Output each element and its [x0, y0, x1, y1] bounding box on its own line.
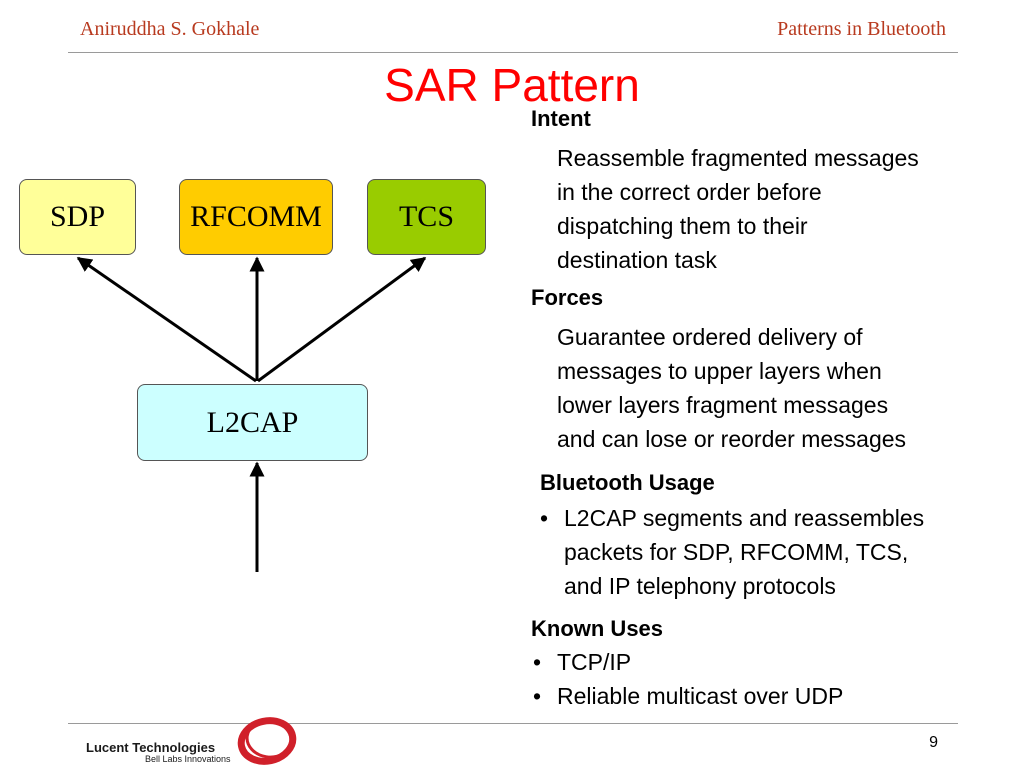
- tcs-box: TCS: [367, 179, 486, 255]
- forces-heading: Forces: [531, 285, 604, 310]
- footer-divider: [68, 723, 958, 724]
- intent-heading: Intent: [531, 106, 591, 131]
- page-number: 9: [929, 734, 938, 751]
- sdp-label: SDP: [49, 200, 106, 233]
- known-use-item: Reliable multicast over UDP: [531, 679, 843, 713]
- lucent-ring-logo-icon: [237, 717, 297, 765]
- arrow-l2cap-to-sdp: [76, 256, 257, 383]
- rfcomm-label: RFCOMM: [190, 200, 322, 233]
- intent-line: destination task: [557, 247, 717, 273]
- forces-line: and can lose or reorder messages: [557, 426, 907, 452]
- tcs-label: TCS: [398, 200, 455, 233]
- forces-line: lower layers fragment messages: [557, 392, 889, 418]
- slide-title: SAR Pattern: [384, 59, 640, 111]
- sdp-box: SDP: [19, 179, 136, 255]
- intent-line: Reassemble fragmented messages: [557, 145, 919, 171]
- rfcomm-box: RFCOMM: [179, 179, 333, 255]
- usage-line: packets for SDP, RFCOMM, TCS,: [564, 539, 909, 565]
- arrow-l2cap-to-tcs: [257, 256, 427, 383]
- forces-line: messages to upper layers when: [557, 358, 882, 384]
- forces-line: Guarantee ordered delivery of: [557, 324, 863, 350]
- forces-text: Guarantee ordered delivery of messages t…: [557, 320, 906, 456]
- header-topic: Patterns in Bluetooth: [777, 18, 946, 40]
- intent-line: dispatching them to their: [557, 213, 808, 239]
- usage-bullet: L2CAP segments and reassembles packets f…: [538, 501, 924, 603]
- header-divider: [68, 52, 958, 53]
- usage-heading: Bluetooth Usage: [540, 470, 715, 495]
- known-uses-heading: Known Uses: [531, 616, 664, 641]
- header-author: Aniruddha S. Gokhale: [80, 18, 260, 40]
- usage-list: L2CAP segments and reassembles packets f…: [538, 501, 924, 603]
- l2cap-label: L2CAP: [206, 405, 299, 439]
- l2cap-box: L2CAP: [137, 384, 368, 461]
- company-name: Lucent Technologies: [86, 740, 216, 755]
- known-uses-list: TCP/IP Reliable multicast over UDP: [531, 645, 843, 713]
- company-tagline: Bell Labs Innovations: [145, 754, 231, 764]
- usage-line: L2CAP segments and reassembles: [564, 505, 925, 531]
- intent-text: Reassemble fragmented messages in the co…: [557, 141, 919, 277]
- known-use-item: TCP/IP: [531, 645, 843, 679]
- intent-line: in the correct order before: [557, 179, 822, 205]
- usage-line: and IP telephony protocols: [564, 573, 836, 599]
